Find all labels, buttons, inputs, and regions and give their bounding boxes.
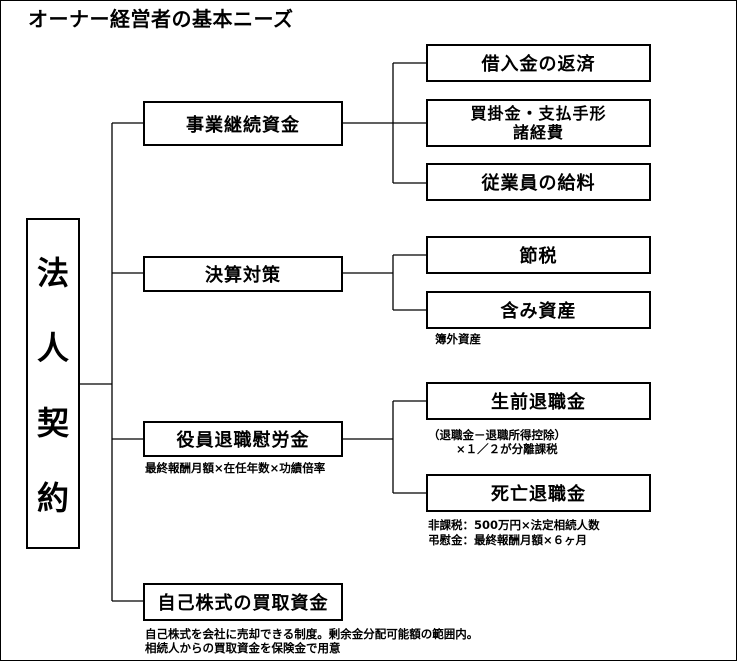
- node-retirement-bonus: 役員退職慰労金: [143, 421, 343, 457]
- root-char: 契: [36, 403, 69, 442]
- note-buyback-line1: 自己株式を会社に売却できる制度。剰余金分配可能額の範囲内。: [145, 627, 479, 641]
- note-buyback-line2: 相続人からの買取資金を保険金で用意: [145, 641, 341, 655]
- leaf-payables-line1: 買掛金・支払手形: [470, 104, 607, 123]
- leaf-employee-salary: 従業員の給料: [426, 163, 651, 201]
- node-business-funds: 事業継続資金: [143, 101, 343, 146]
- note-retirement-formula: 最終報酬月額×在任年数×功績倍率: [145, 461, 326, 475]
- note-living-retirement-line1: （退職金－退職所得控除）: [428, 428, 566, 442]
- node-share-buyback-funds: 自己株式の買取資金: [143, 583, 343, 621]
- leaf-tax-saving: 節税: [426, 236, 651, 274]
- note-death-retirement-line1: 非課税：500万円×法定相続人数: [428, 518, 600, 532]
- leaf-hidden-assets: 含み資産: [426, 291, 651, 329]
- diagram-title: オーナー経営者の基本ニーズ: [28, 7, 294, 31]
- leaf-death-retirement: 死亡退職金: [426, 474, 651, 512]
- root-char: 法: [36, 254, 69, 293]
- leaf-payables-expenses: 買掛金・支払手形 諸経費: [426, 99, 651, 147]
- node-tax-planning: 決算対策: [143, 256, 343, 292]
- note-death-retirement-line2: 弔慰金：最終報酬月額×６ヶ月: [428, 533, 588, 547]
- root-char: 人: [36, 329, 69, 368]
- root-char: 約: [36, 478, 69, 517]
- leaf-living-retirement: 生前退職金: [426, 382, 651, 420]
- root-node-corporate-contract: 法 人 契 約: [26, 218, 80, 549]
- note-living-retirement-line2: ×１／２が分離課税: [456, 442, 558, 456]
- leaf-payables-line2: 諸経費: [512, 123, 564, 142]
- note-off-book-assets: 簿外資産: [435, 332, 481, 346]
- leaf-loan-repayment: 借入金の返済: [426, 44, 651, 82]
